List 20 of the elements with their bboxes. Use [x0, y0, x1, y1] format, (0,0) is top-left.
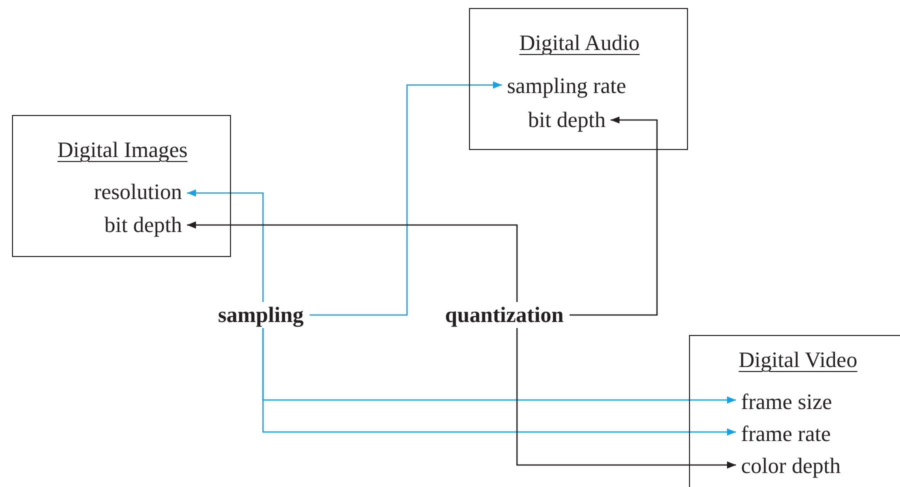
panel-heading: Digital Audio	[518, 30, 641, 56]
property-label: resolution	[71, 179, 187, 205]
panel-box	[12, 115, 231, 257]
connector-arrow	[187, 189, 264, 302]
property-label: bit depth	[71, 212, 187, 238]
property-label: bit depth	[523, 107, 611, 133]
panel-heading: Digital Video	[738, 347, 858, 373]
property-label: frame size	[736, 389, 837, 415]
property-label: color depth	[736, 453, 846, 479]
property-label: frame rate	[736, 421, 836, 447]
connector-arrow	[187, 221, 518, 302]
panel-heading: Digital Images	[56, 137, 189, 163]
connector-arrow	[570, 116, 658, 316]
connector-arrow	[516, 328, 736, 469]
connector-arrow	[262, 328, 736, 436]
connector-arrow	[310, 81, 502, 316]
panel-box	[469, 8, 688, 150]
property-label: sampling rate	[502, 73, 632, 99]
process-label: sampling	[212, 302, 310, 328]
process-label: quantization	[439, 302, 570, 328]
